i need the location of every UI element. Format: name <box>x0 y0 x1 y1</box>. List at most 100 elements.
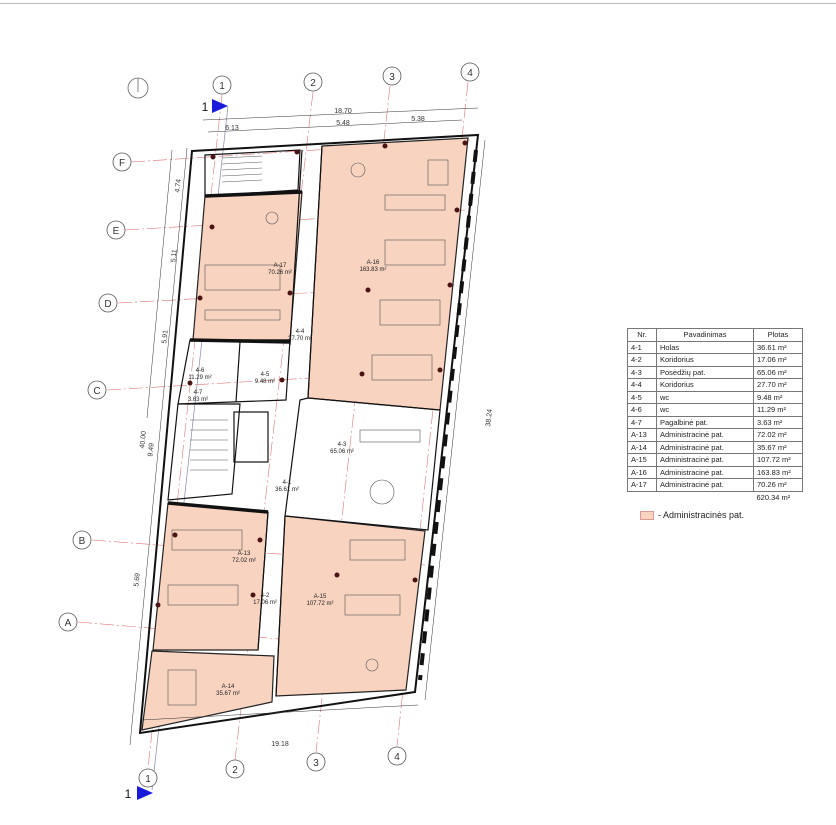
cell-nr: 4-6 <box>627 403 657 417</box>
svg-text:B: B <box>79 536 86 547</box>
svg-text:5.48: 5.48 <box>336 120 350 127</box>
cell-name: Administracinė pat. <box>656 453 754 467</box>
svg-text:4: 4 <box>394 752 400 763</box>
cell-name: Koridorius <box>656 353 754 367</box>
svg-text:3.63 m²: 3.63 m² <box>188 397 208 403</box>
svg-text:17.06 m²: 17.06 m² <box>253 600 277 606</box>
svg-text:70.26 m²: 70.26 m² <box>268 270 292 276</box>
svg-text:5.11: 5.11 <box>170 249 178 263</box>
room-A-16 <box>307 137 469 411</box>
svg-text:A-17: A-17 <box>274 263 287 269</box>
svg-text:A-16: A-16 <box>367 260 380 266</box>
cell-nr: A-15 <box>627 453 657 467</box>
interior-walls <box>167 145 441 697</box>
svg-text:5.38: 5.38 <box>411 116 425 123</box>
cell-area: 72.02 m² <box>753 428 803 442</box>
legend: - Administracinės pat. <box>640 510 744 520</box>
stairs <box>190 155 263 471</box>
cell-name: wc <box>656 390 754 404</box>
furniture <box>167 159 449 706</box>
cell-area: 163.83 m² <box>753 465 803 479</box>
top-border-line <box>0 3 836 4</box>
cell-area: 17.06 m² <box>753 353 803 367</box>
svg-text:1: 1 <box>219 81 225 92</box>
svg-text:C: C <box>93 386 100 397</box>
cell-name: Administracinė pat. <box>656 478 754 492</box>
svg-text:3: 3 <box>313 758 319 769</box>
cell-nr: A-14 <box>627 440 657 454</box>
room-A-15 <box>275 515 426 697</box>
grid-bubbles <box>58 62 480 788</box>
svg-text:3: 3 <box>389 72 395 83</box>
svg-text:1: 1 <box>145 774 151 785</box>
cell-name: Holas <box>656 340 754 354</box>
cell-area: 11.29 m² <box>753 403 803 417</box>
svg-text:1: 1 <box>125 787 132 801</box>
cell-name: Posėdžių pat. <box>656 365 754 379</box>
legend-swatch <box>640 510 654 520</box>
table-total-row: 620.34 m² <box>628 491 803 503</box>
svg-text:4: 4 <box>467 68 473 79</box>
cell-nr: A-16 <box>627 465 657 479</box>
table-header-row: Nr. Pavadinimas Plotas <box>627 328 803 342</box>
columns <box>155 140 468 608</box>
cell-area: 65.06 m² <box>753 365 803 379</box>
svg-text:9.49: 9.49 <box>147 443 155 457</box>
header-name: Pavadinimas <box>656 328 754 342</box>
cell-name: Koridorius <box>656 378 754 392</box>
svg-text:65.06 m²: 65.06 m² <box>330 449 354 455</box>
cell-name: Administracinė pat. <box>656 465 754 479</box>
svg-text:1: 1 <box>202 100 209 114</box>
cell-area: 9.48 m² <box>753 390 803 404</box>
cell-nr: 4-7 <box>627 415 657 429</box>
cell-area: 36.61 m² <box>753 340 803 354</box>
svg-text:E: E <box>113 226 120 237</box>
svg-text:72.02 m²: 72.02 m² <box>232 558 256 564</box>
section-marker-bottom: 1 <box>125 786 153 801</box>
svg-text:A-15: A-15 <box>314 594 327 600</box>
svg-text:4-6: 4-6 <box>196 368 205 374</box>
cell-nr: 4-4 <box>627 378 657 392</box>
svg-text:4-2: 4-2 <box>261 593 270 599</box>
svg-text:163.83 m²: 163.83 m² <box>359 267 386 273</box>
thick-walls <box>167 190 303 514</box>
section-marker-top: 1 <box>202 99 228 114</box>
svg-text:107.72 m²: 107.72 m² <box>306 601 333 607</box>
svg-text:4-4: 4-4 <box>296 329 305 335</box>
svg-text:38.24: 38.24 <box>485 409 494 427</box>
svg-text:4-5: 4-5 <box>261 372 270 378</box>
svg-text:2: 2 <box>310 78 316 89</box>
cell-nr: 4-5 <box>627 390 657 404</box>
cell-nr: 4-1 <box>627 340 657 354</box>
svg-text:36.61 m²: 36.61 m² <box>275 487 299 493</box>
cell-area: 27.70 m² <box>753 378 803 392</box>
header-area: Plotas <box>753 328 803 342</box>
svg-text:40.00: 40.00 <box>139 431 148 449</box>
cell-name: Pagalbinė pat. <box>656 415 754 429</box>
cell-area: 70.26 m² <box>753 478 803 492</box>
svg-text:4.74: 4.74 <box>174 179 182 193</box>
svg-text:4-7: 4-7 <box>194 390 203 396</box>
cell-nr: 4-2 <box>627 353 657 367</box>
cell-nr: A-17 <box>627 478 657 492</box>
total-area: 620.34 m² <box>756 492 791 502</box>
svg-text:27.70 m²: 27.70 m² <box>288 336 312 342</box>
svg-text:19.18: 19.18 <box>271 741 289 748</box>
header-nr: Nr. <box>627 328 657 342</box>
svg-text:4-3: 4-3 <box>338 442 347 448</box>
cell-name: Administracinė pat. <box>656 440 754 454</box>
svg-text:F: F <box>119 158 125 169</box>
svg-text:A-14: A-14 <box>222 684 235 690</box>
